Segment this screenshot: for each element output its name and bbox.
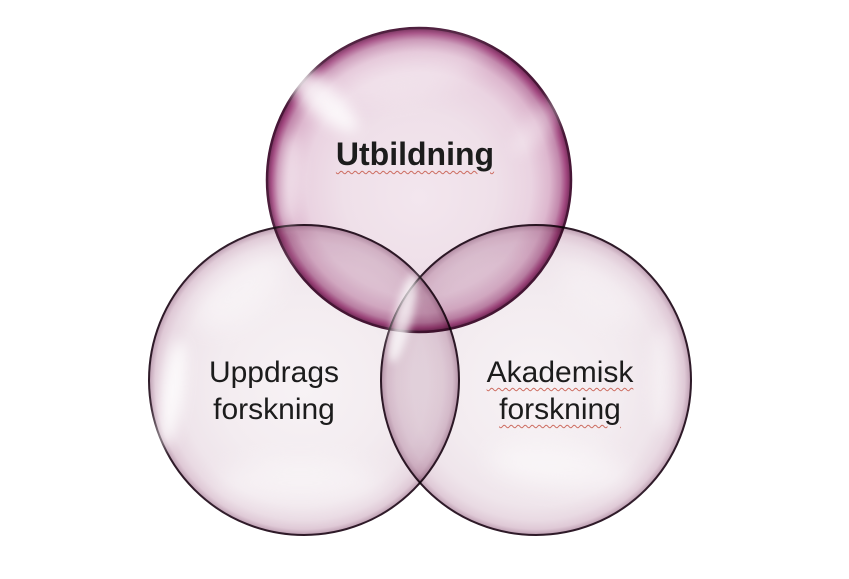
gloss-highlights [158,38,672,505]
label-line: forskning [499,393,621,426]
gloss-highlight [194,250,286,330]
gloss-highlight [388,273,418,363]
circle-label-uppdrags-forskning: Uppdrags forskning [209,354,339,428]
label-line: Uppdrags [208,356,340,389]
gloss-highlight [277,59,359,133]
gloss-highlight [215,461,385,505]
circle-label-akademisk-forskning: Akademisk forskning [487,354,634,428]
gloss-highlight [316,38,484,102]
gloss-highlight [278,134,300,230]
gloss-highlight [652,328,672,432]
gloss-highlight [558,259,642,325]
label-line: Utbildning [335,136,495,172]
label-line: forskning [213,393,335,426]
gloss-highlight [512,89,572,155]
gloss-highlight [490,444,634,492]
label-line: Akademisk [486,356,634,389]
gloss-highlight [158,339,186,449]
circle-label-utbildning: Utbildning [336,136,494,172]
